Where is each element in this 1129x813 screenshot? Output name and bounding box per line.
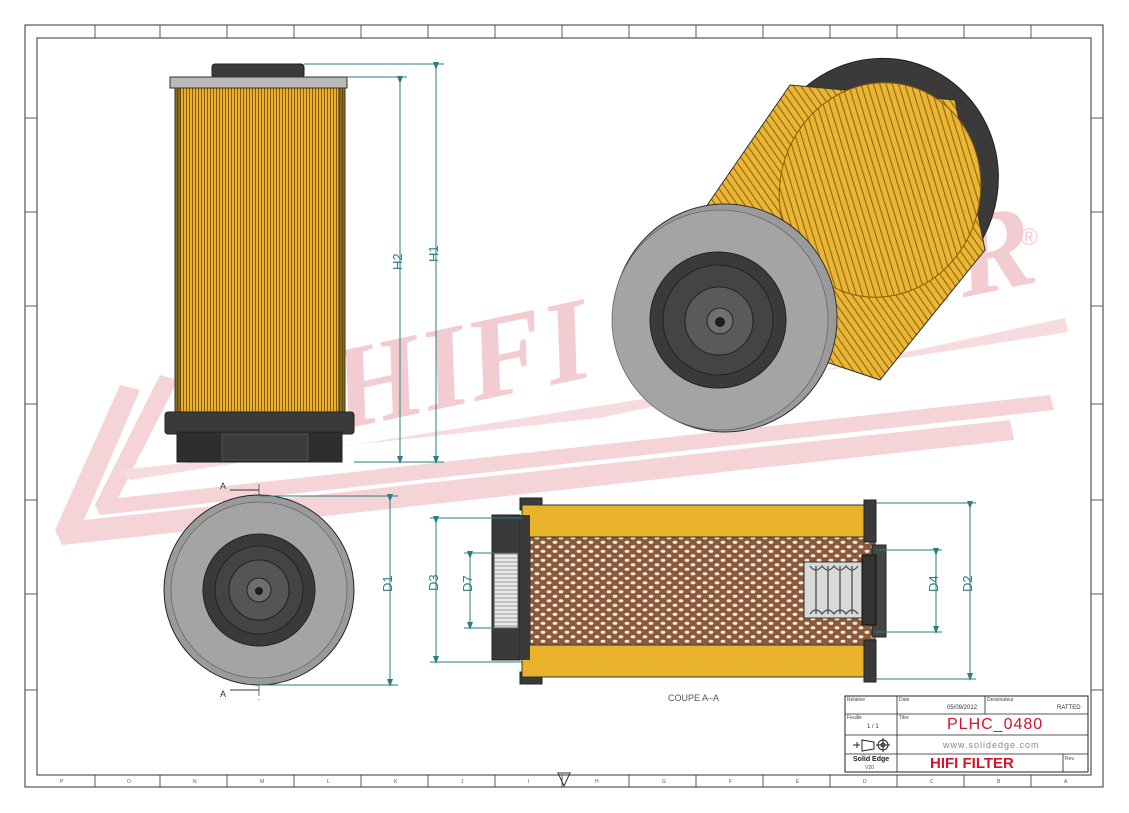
border-letter: C <box>930 779 934 785</box>
dimension-label-d3: D3 <box>426 574 441 591</box>
sheet-frame: P O N M L K J I H G F E D C B A <box>24 24 1104 788</box>
projection-symbol-icon <box>853 738 890 752</box>
border-letter: G <box>662 779 666 785</box>
tb-sheet-value: 1 / 1 <box>867 724 879 730</box>
dimension-label-d7: D7 <box>460 575 475 592</box>
border-letter: L <box>327 779 330 785</box>
dimension-label-d2: D2 <box>960 575 975 592</box>
border-letter: D <box>863 779 867 785</box>
border-letter: B <box>997 779 1001 785</box>
tb-designer-value: RATTED <box>1057 705 1081 711</box>
tb-software-version: V20 <box>865 765 874 771</box>
section-caption: COUPE A–A <box>668 693 719 703</box>
tb-label-relative: Relative <box>847 697 866 703</box>
border-letter: H <box>595 779 599 785</box>
tb-label-revision: Rev. <box>1065 756 1075 762</box>
border-letter: N <box>193 779 197 785</box>
dimension-label-h2: H2 <box>390 253 405 270</box>
title-block <box>844 695 1089 773</box>
dimension-section <box>430 501 976 681</box>
section-marker-top: A <box>220 481 226 491</box>
border-letter: M <box>260 779 264 785</box>
front-view <box>164 63 355 463</box>
isometric-view <box>611 57 999 433</box>
dimension-h <box>304 62 444 464</box>
border-letter: E <box>796 779 800 785</box>
dimension-label-d1: D1 <box>380 575 395 592</box>
border-letter: K <box>394 779 398 785</box>
tb-label-designer: Dessinateur <box>987 697 1014 703</box>
tb-website: www.solidedge.com <box>943 740 1040 750</box>
tb-software: Solid Edge <box>853 756 890 763</box>
border-letter: I <box>528 779 529 785</box>
svg-text:®: ® <box>1020 224 1038 251</box>
dimension-label-h1: H1 <box>426 245 441 262</box>
end-view <box>163 484 398 700</box>
border-letter: P <box>60 779 64 785</box>
border-letter: A <box>1064 779 1068 785</box>
tb-label-title: Titre <box>899 715 909 721</box>
tb-date-value: 05/09/2012 <box>947 705 978 711</box>
border-letter: J <box>461 779 464 785</box>
border-letter: F <box>729 779 732 785</box>
tb-title-value: PLHC_0480 <box>947 716 1044 733</box>
tb-label-date: Date <box>899 697 910 703</box>
section-marker-bottom: A <box>220 689 226 699</box>
tb-label-sheet: Feuille <box>847 715 862 721</box>
section-view <box>491 497 887 685</box>
dimension-label-d4: D4 <box>926 575 941 592</box>
tb-brand: HIFI FILTER <box>930 755 1014 772</box>
border-letter: O <box>127 779 131 785</box>
